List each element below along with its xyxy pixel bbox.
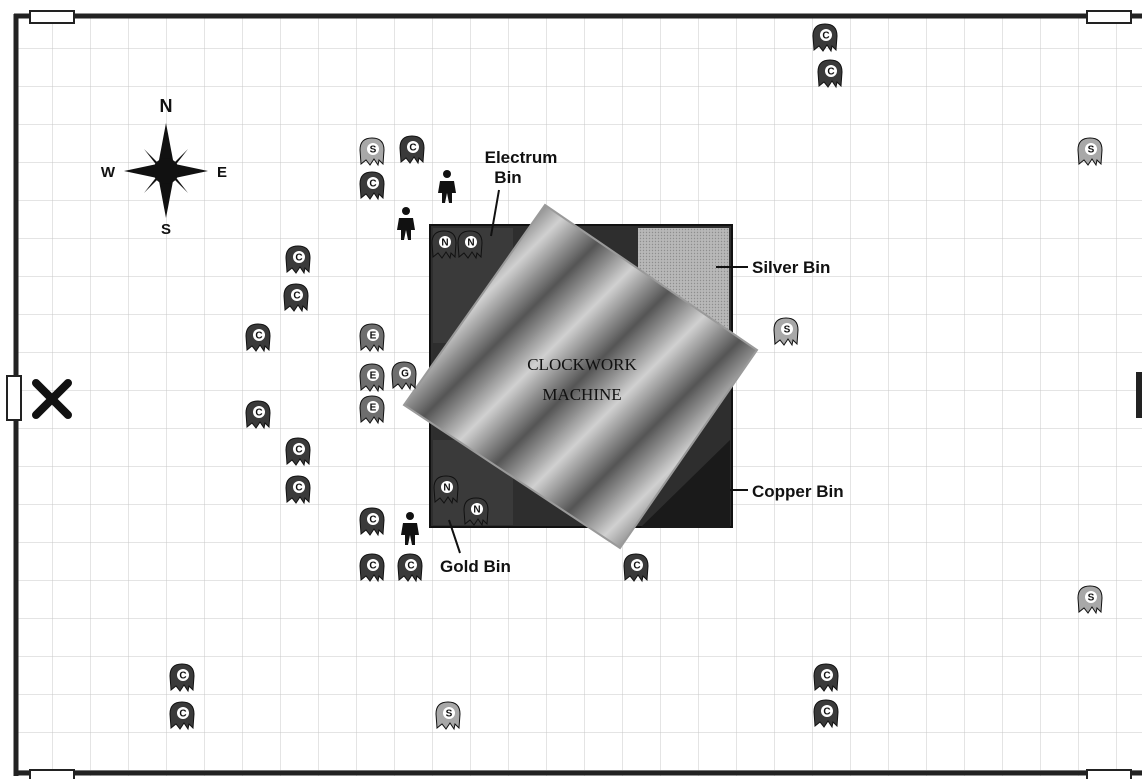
compass-east-label: E — [217, 164, 227, 181]
creature-token-letter: C — [409, 143, 416, 154]
creature-token-icon[interactable]: S — [1078, 586, 1102, 613]
door-right[interactable] — [1136, 372, 1142, 418]
creature-token-letter: C — [827, 67, 834, 78]
creature-token-icon[interactable]: C — [170, 702, 194, 729]
creature-token-letter: C — [369, 515, 376, 526]
creature-token-icon[interactable]: N — [458, 231, 482, 258]
creature-token-letter: C — [295, 445, 302, 456]
creature-token-icon[interactable]: C — [284, 284, 308, 311]
creature-token-icon[interactable]: C — [814, 700, 838, 727]
creature-token-letter: C — [295, 253, 302, 264]
door-top-left[interactable] — [30, 11, 74, 23]
creature-token-icon[interactable]: S — [1078, 138, 1102, 165]
creature-token-icon[interactable]: C — [624, 554, 648, 581]
creature-token-letter: C — [255, 408, 262, 419]
creature-token-letter: E — [370, 331, 377, 342]
creature-token-icon[interactable]: N — [464, 498, 488, 525]
creature-token-icon[interactable]: C — [814, 664, 838, 691]
creature-token-letter: C — [295, 483, 302, 494]
creature-token-letter: S — [1088, 593, 1095, 604]
creature-token-icon[interactable]: S — [360, 138, 384, 165]
compass-south-label: S — [161, 221, 171, 238]
creature-token-letter: E — [370, 403, 377, 414]
creature-token-letter: G — [401, 369, 409, 380]
creature-token-letter: C — [293, 291, 300, 302]
creature-token-letter: N — [473, 505, 480, 516]
creature-token-icon[interactable]: C — [286, 438, 310, 465]
silver-bin-label: Silver Bin — [752, 258, 830, 277]
creature-token-icon[interactable]: C — [818, 60, 842, 87]
electrum-bin-label-line1: Electrum — [485, 148, 558, 167]
gold-bin-label: Gold Bin — [440, 557, 511, 576]
creature-token-letter: N — [443, 483, 450, 494]
creature-token-letter: S — [370, 145, 377, 156]
creature-token-icon[interactable]: E — [360, 324, 384, 351]
creature-token-letter: N — [441, 238, 448, 249]
compass-north-label: N — [160, 96, 173, 116]
creature-token-icon[interactable]: S — [774, 318, 798, 345]
creature-token-letter: C — [633, 561, 640, 572]
creature-token-letter: C — [179, 709, 186, 720]
creature-token-letter: C — [823, 671, 830, 682]
creature-token-icon[interactable]: S — [436, 702, 460, 729]
creature-token-icon[interactable]: C — [246, 401, 270, 428]
creature-token-letter: C — [179, 671, 186, 682]
copper-bin-label: Copper Bin — [752, 482, 844, 501]
creature-token-letter: C — [822, 31, 829, 42]
creature-token-letter: C — [255, 331, 262, 342]
creature-token-icon[interactable]: E — [360, 396, 384, 423]
creature-token-icon[interactable]: C — [813, 24, 837, 51]
creature-token-letter: C — [369, 179, 376, 190]
creature-token-letter: N — [467, 238, 474, 249]
creature-token-icon[interactable]: C — [286, 246, 310, 273]
creature-token-letter: E — [370, 371, 377, 382]
creature-token-icon[interactable]: N — [432, 231, 456, 258]
creature-token-icon[interactable]: E — [360, 364, 384, 391]
creature-token-icon[interactable]: G — [392, 362, 416, 389]
creature-token-icon[interactable]: C — [398, 554, 422, 581]
creature-token-icon[interactable]: C — [400, 136, 424, 163]
creature-token-letter: S — [784, 325, 791, 336]
creature-token-letter: C — [823, 707, 830, 718]
creature-token-icon[interactable]: C — [360, 554, 384, 581]
creature-token-icon[interactable]: C — [170, 664, 194, 691]
creature-token-icon[interactable]: C — [286, 476, 310, 503]
electrum-bin-label-line2: Bin — [494, 168, 521, 187]
compass-west-label: W — [101, 164, 116, 181]
creature-token-icon[interactable]: N — [434, 476, 458, 503]
creature-token-icon[interactable]: C — [360, 508, 384, 535]
creature-token-icon[interactable]: C — [246, 324, 270, 351]
door-top-right[interactable] — [1087, 11, 1131, 23]
creature-token-letter: S — [446, 709, 453, 720]
creature-token-letter: C — [407, 561, 414, 572]
creature-token-letter: S — [1088, 145, 1095, 156]
door-left[interactable] — [7, 376, 21, 420]
creature-token-icon[interactable]: C — [360, 172, 384, 199]
machine-title-line2: MACHINE — [542, 385, 621, 404]
creature-token-letter: C — [369, 561, 376, 572]
machine-title-line1: CLOCKWORK — [527, 355, 637, 374]
